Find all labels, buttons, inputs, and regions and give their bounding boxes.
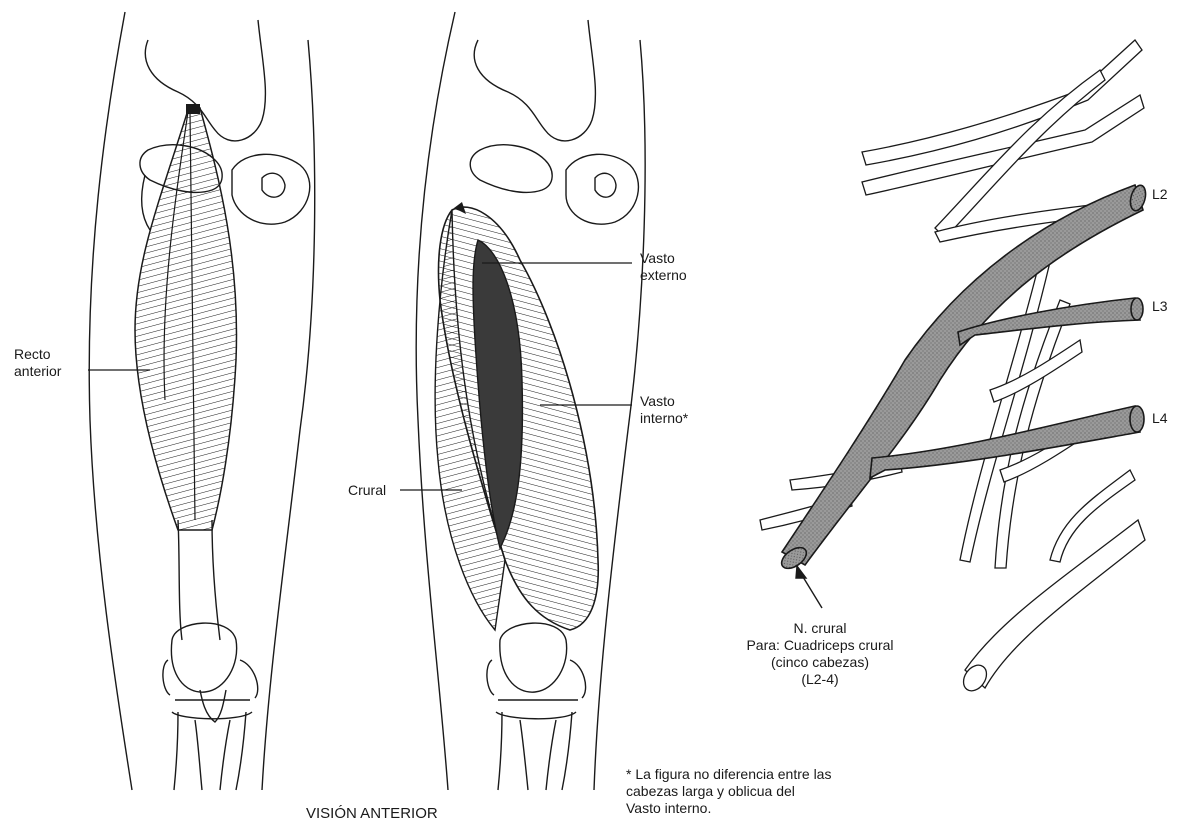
left-leg-outline-medial: [262, 40, 315, 790]
nerve-caption-line-1: N. crural: [670, 620, 970, 637]
footnote-line-3: Vasto interno.: [626, 800, 831, 817]
middle-pelvis: [474, 20, 595, 141]
crural-label: Crural: [348, 482, 386, 499]
middle-patella: [500, 623, 567, 692]
nerve-caption-line-2: Para: Cuadriceps crural: [670, 637, 970, 654]
left-femur: [178, 520, 220, 640]
nerve-arrow: [796, 566, 822, 608]
nerve-caption-line-3: (cinco cabezas): [670, 654, 970, 671]
vasto-interno-label: Vasto interno*: [640, 393, 688, 427]
root-label-l4: L4: [1152, 410, 1168, 427]
recto-anterior-label: Recto anterior: [14, 346, 61, 380]
figure-title: VISIÓN ANTERIOR: [306, 805, 438, 822]
footnote-line-2: cabezas larga y oblicua del: [626, 783, 831, 800]
footnote: * La figura no diferencia entre las cabe…: [626, 766, 831, 817]
femoral-nerve: [778, 184, 1148, 573]
plexus-white-branches: [760, 40, 1145, 695]
nerve-caption-line-4: (L2-4): [670, 671, 970, 688]
recto-anterior-line-2: anterior: [14, 363, 61, 380]
vasto-externo-line-1: Vasto: [640, 250, 687, 267]
root-label-l2: L2: [1152, 186, 1168, 203]
middle-leg-outline-medial: [594, 40, 645, 790]
root-label-l3: L3: [1152, 298, 1168, 315]
left-leg-outline: [89, 12, 132, 790]
vasto-interno-line-2: interno*: [640, 410, 688, 427]
vasto-externo-label: Vasto externo: [640, 250, 687, 284]
footnote-line-1: * La figura no diferencia entre las: [626, 766, 831, 783]
nerve-caption: N. crural Para: Cuadriceps crural (cinco…: [670, 620, 970, 688]
vasto-externo-line-2: externo: [640, 267, 687, 284]
recto-anterior-line-1: Recto: [14, 346, 61, 363]
vasto-interno-line-1: Vasto: [640, 393, 688, 410]
left-pelvis: [145, 20, 265, 141]
